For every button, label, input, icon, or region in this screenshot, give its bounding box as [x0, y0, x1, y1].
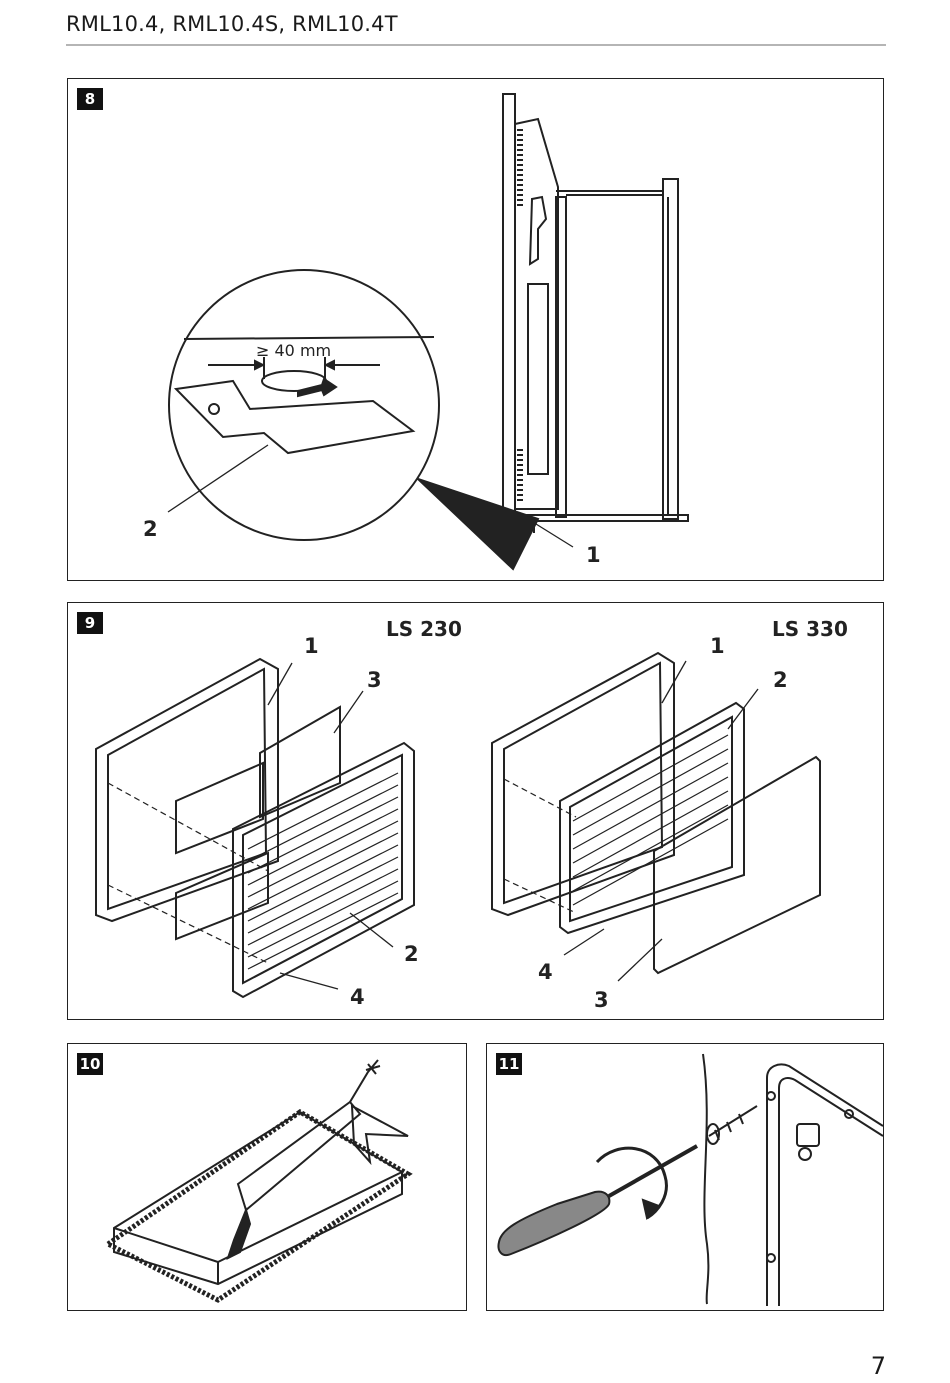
ls330-model-label: LS 330 [772, 617, 848, 641]
callout-1: 1 [586, 543, 601, 567]
figure-8: 8 [67, 78, 884, 581]
ls330-winter-cover [653, 755, 821, 975]
figure-8-badge: 8 [77, 88, 103, 110]
wall-edge [702, 1053, 710, 1305]
figure-11-illustration [497, 1053, 884, 1306]
figure-9-badge: 9 [77, 612, 103, 634]
ls230-callout-2: 2 [404, 942, 419, 966]
figure-8-illustration: ≥ 40 mm 2 1 [143, 93, 689, 571]
frame-corner [766, 1063, 884, 1306]
page-number: 7 [870, 1352, 886, 1380]
ls330-callout-2: 2 [773, 668, 788, 692]
ls230-frame [95, 657, 279, 923]
ls230-grille [232, 741, 415, 999]
figure-9-illustration: LS 230 LS 330 1 3 2 4 1 2 4 3 [95, 617, 848, 1012]
dimension-label: ≥ 40 mm [256, 341, 331, 360]
ls230-callout-1: 1 [304, 634, 319, 658]
magnifier-pointer [417, 478, 540, 571]
ls330-callout-4: 4 [538, 960, 553, 984]
figure-11: 11 [486, 1043, 884, 1311]
figure-10: 10 [67, 1043, 467, 1311]
ls230-model-label: LS 230 [386, 617, 462, 641]
figure-10-illustration [103, 1059, 413, 1303]
figure-9: 9 [67, 602, 884, 1020]
callout-2: 2 [143, 517, 158, 541]
ls230-winter-cover [175, 761, 264, 855]
figure-11-badge: 11 [496, 1053, 522, 1075]
page-header: RML10.4, RML10.4S, RML10.4T [66, 12, 398, 36]
ls330-callout-3: 3 [594, 988, 609, 1012]
detail-magnifier [168, 269, 440, 541]
ls330-grille [559, 701, 745, 935]
ls330-callout-1: 1 [710, 634, 725, 658]
screwdriver [497, 1190, 611, 1256]
figure-10-badge: 10 [77, 1053, 103, 1075]
ls330-frame [491, 651, 675, 917]
ventilation-frame [103, 1109, 413, 1303]
header-rule [66, 44, 886, 46]
caulking-gun [236, 1100, 362, 1212]
ls230-callout-4: 4 [350, 985, 365, 1009]
ls230-callout-3: 3 [367, 668, 382, 692]
